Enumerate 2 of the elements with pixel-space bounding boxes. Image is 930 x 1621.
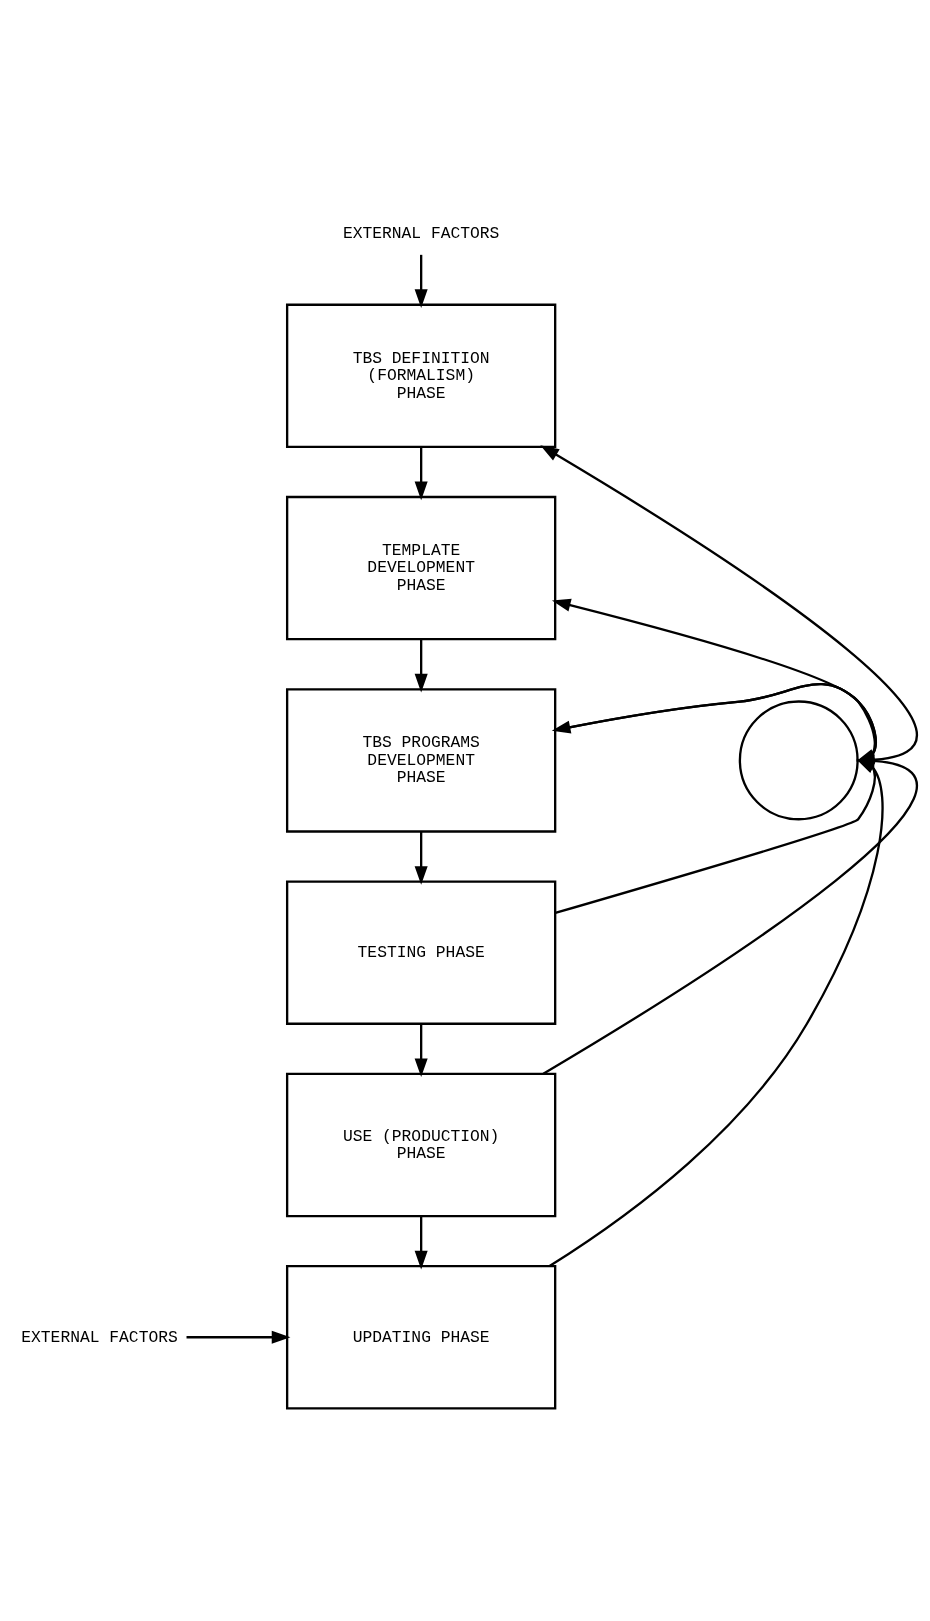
node-text: EXTERNAL FACTORS bbox=[21, 1327, 178, 1347]
node-text: EXTERNAL FACTORS bbox=[342, 223, 500, 243]
